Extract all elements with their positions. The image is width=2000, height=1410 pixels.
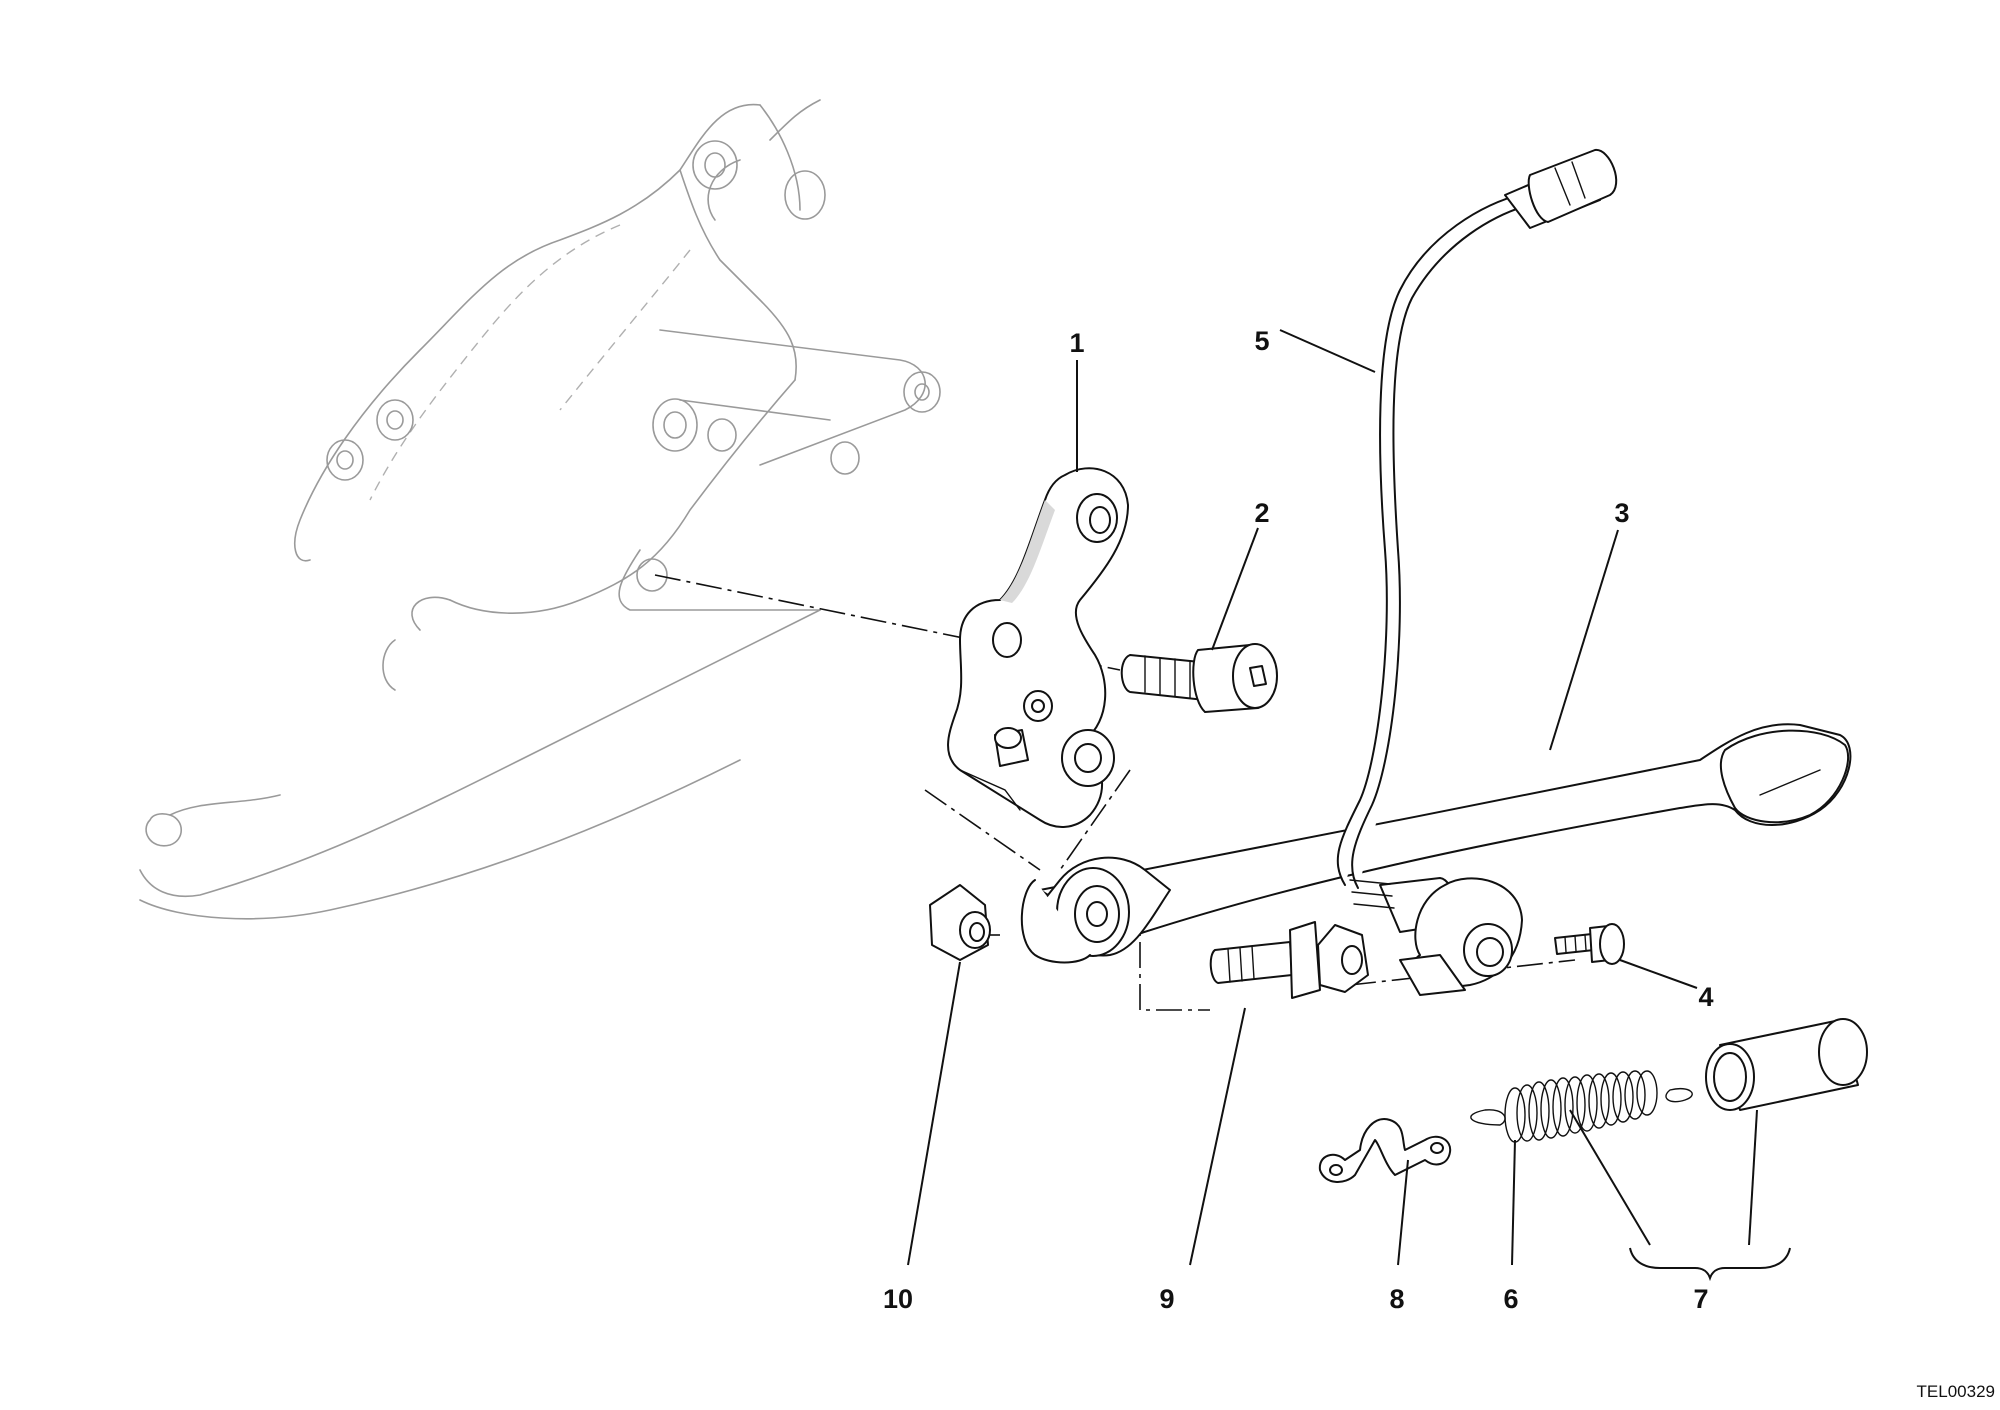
callout-1: 1 [1069, 328, 1084, 358]
socket-head-bolt [1120, 643, 1278, 713]
callout-6: 6 [1503, 1284, 1518, 1314]
leader-lines [907, 329, 1791, 1282]
side-stand-sensor [1349, 877, 1523, 996]
callout-10: 10 [883, 1284, 913, 1314]
callout-3: 3 [1614, 498, 1629, 528]
spacer-sleeve [1705, 1018, 1868, 1111]
flange-nut [929, 884, 991, 961]
pivot-bolt [1209, 921, 1369, 999]
drawing-reference: TEL00329 [1917, 1382, 1995, 1401]
callout-9: 9 [1159, 1284, 1174, 1314]
callout-8: 8 [1389, 1284, 1404, 1314]
engine-mount-holes [326, 140, 941, 592]
callout-2: 2 [1254, 498, 1269, 528]
sensor-cable [1336, 149, 1618, 889]
sensor-screw [1554, 923, 1625, 965]
callout-labels: 1 2 3 4 5 6 7 8 9 10 [883, 326, 1714, 1314]
callout-5: 5 [1254, 326, 1269, 356]
callout-7: 7 [1693, 1284, 1708, 1314]
engine-case-outline [139, 99, 926, 920]
side-stand-leg [1020, 723, 1852, 964]
mounting-bracket [947, 467, 1129, 828]
spring-bracket [1318, 1118, 1452, 1183]
callout-4: 4 [1698, 982, 1713, 1012]
